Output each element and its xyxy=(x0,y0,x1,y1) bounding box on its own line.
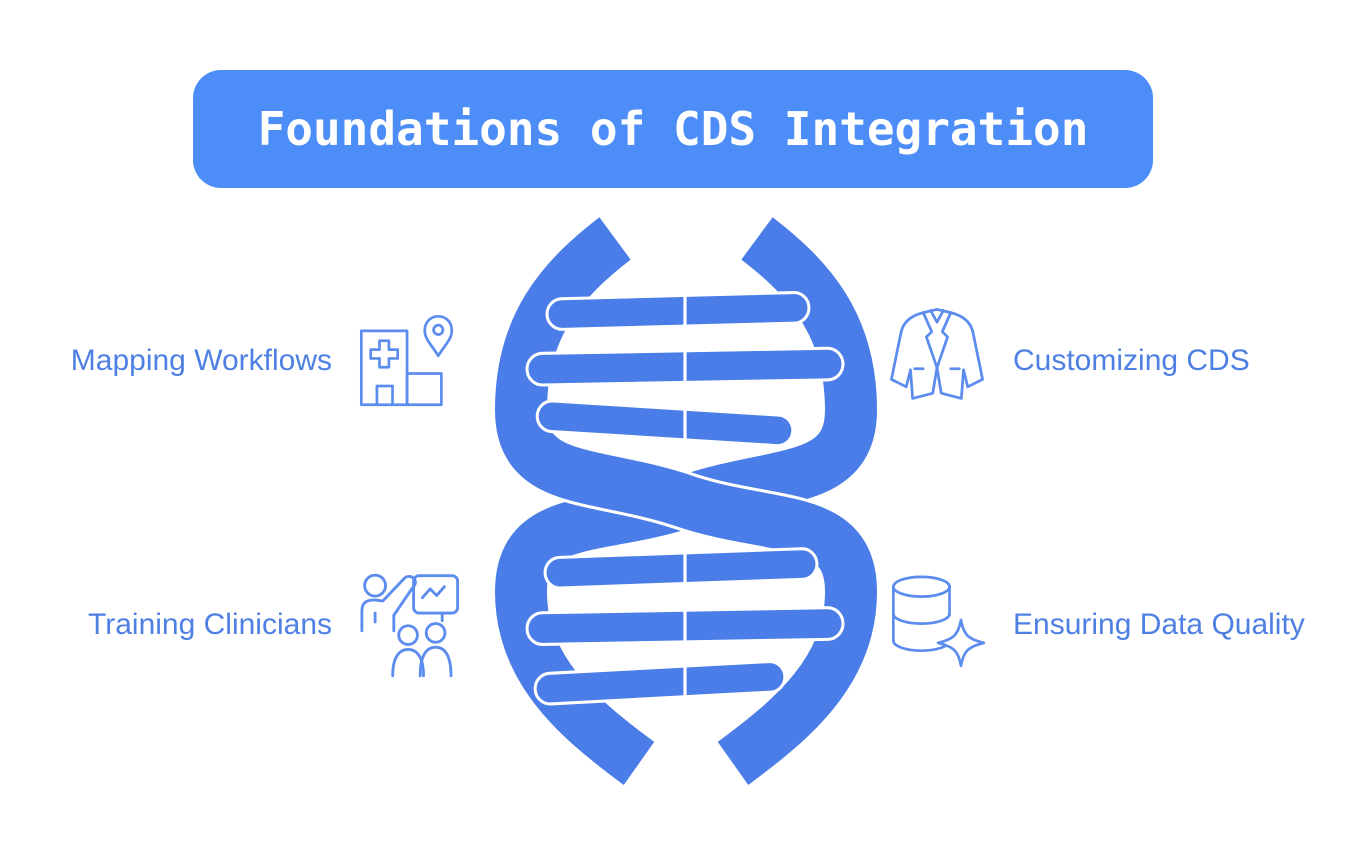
helix-rung xyxy=(533,660,787,706)
hospital-map-pin-icon xyxy=(353,308,457,412)
dna-helix-svg xyxy=(491,214,881,788)
helix-front-strand xyxy=(494,217,878,785)
helix-rung xyxy=(545,290,811,331)
title-banner: Foundations of CDS Integration xyxy=(193,70,1153,188)
item-label-ensuring-data-quality: Ensuring Data Quality xyxy=(1013,608,1305,641)
dna-helix-illustration xyxy=(491,214,881,790)
item-label-mapping-workflows: Mapping Workflows xyxy=(70,344,332,377)
item-label-customizing-cds: Customizing CDS xyxy=(1013,344,1250,377)
item-label-training-clinicians: Training Clinicians xyxy=(88,608,332,641)
suit-jacket-icon xyxy=(884,300,990,410)
database-sparkle-icon xyxy=(884,568,988,672)
presentation-audience-icon xyxy=(352,568,462,678)
page-title: Foundations of CDS Integration xyxy=(257,102,1089,156)
helix-rung xyxy=(543,547,819,590)
helix-rung xyxy=(535,399,795,448)
